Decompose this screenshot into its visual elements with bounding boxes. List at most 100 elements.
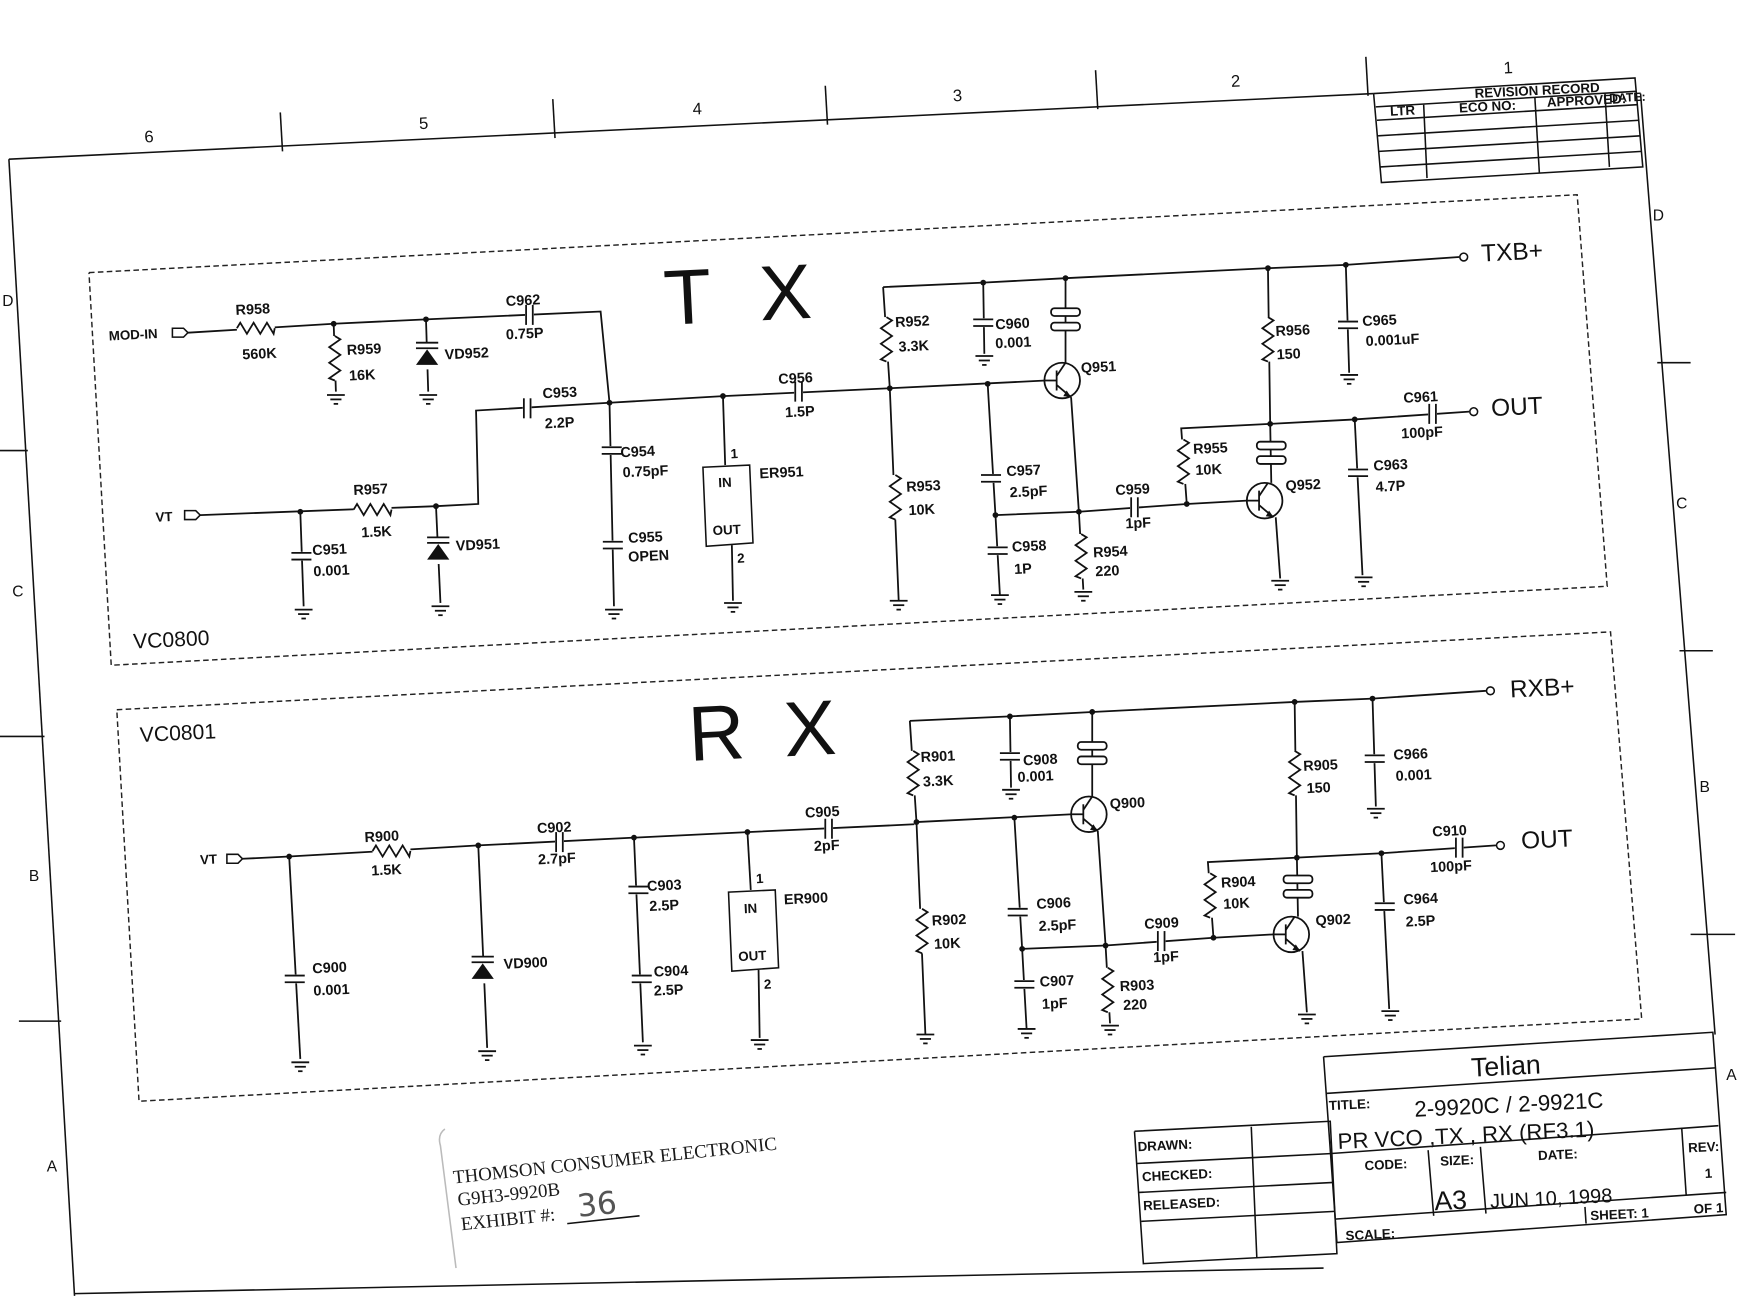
wire bbox=[1353, 419, 1364, 576]
junction-dot bbox=[1075, 508, 1082, 515]
wire bbox=[633, 837, 644, 1043]
rev-value: 1 bbox=[1704, 1166, 1713, 1181]
component-label: 2pF bbox=[814, 838, 841, 855]
page-border-left bbox=[8, 159, 76, 1296]
rx-transistor-2 bbox=[1272, 915, 1311, 954]
zone-label: A bbox=[47, 1158, 58, 1175]
capacitor-symbol bbox=[284, 974, 305, 984]
inductor-strip-icon bbox=[1076, 741, 1108, 766]
component-label: 2.2P bbox=[544, 415, 575, 432]
capacitor-symbol bbox=[628, 885, 649, 895]
port-terminal[interactable] bbox=[1459, 252, 1469, 262]
component-label: 1 bbox=[730, 446, 739, 461]
ground-icon bbox=[327, 394, 345, 405]
junction-dot bbox=[886, 385, 893, 392]
component-label: 1.5K bbox=[371, 862, 403, 879]
wire bbox=[1270, 410, 1470, 425]
rx-port-out: OUT bbox=[1521, 825, 1574, 854]
component-label: 4.7P bbox=[1375, 478, 1406, 495]
capacitor-symbol bbox=[1338, 320, 1359, 330]
component-label: 10K bbox=[908, 502, 936, 519]
component-label: R901 bbox=[920, 748, 955, 766]
wire bbox=[889, 379, 1046, 390]
junction-dot bbox=[1019, 945, 1026, 952]
component-label: C954 bbox=[620, 444, 655, 462]
wire bbox=[1371, 698, 1377, 807]
inductor-strip-icon bbox=[1255, 440, 1287, 465]
rx-transistor-1 bbox=[1070, 795, 1108, 833]
port-terminal[interactable] bbox=[1485, 686, 1496, 696]
component-label: 150 bbox=[1306, 780, 1331, 797]
component-label: 1pF bbox=[1042, 996, 1069, 1013]
capacitor-symbol bbox=[291, 551, 312, 561]
component-label: C957 bbox=[1006, 462, 1041, 480]
released-label: RELEASED: bbox=[1143, 1194, 1221, 1213]
zone-label: 3 bbox=[952, 86, 962, 105]
capacitor-symbol bbox=[602, 540, 623, 550]
zone-label: C bbox=[1676, 495, 1687, 512]
rx-block-outline bbox=[116, 631, 1643, 1103]
component-label: 1.5P bbox=[785, 404, 816, 421]
line bbox=[1375, 90, 1637, 108]
rx-block-name: VC0801 bbox=[139, 720, 216, 747]
component-label: C906 bbox=[1036, 895, 1071, 913]
ground-icon bbox=[1354, 576, 1373, 588]
junction-dot bbox=[475, 842, 482, 849]
component-label: 0.75pF bbox=[622, 463, 669, 481]
date-label: DATE: bbox=[1538, 1146, 1578, 1163]
ground-icon bbox=[750, 1039, 769, 1050]
component-label: 0.75P bbox=[505, 326, 544, 344]
junction-dot bbox=[1089, 709, 1096, 715]
capacitor-symbol bbox=[1364, 754, 1385, 764]
resistor-symbol bbox=[236, 320, 276, 337]
line bbox=[1250, 1126, 1258, 1259]
port-terminal[interactable] bbox=[1495, 840, 1506, 851]
resistor-symbol bbox=[1175, 438, 1192, 485]
revision-header-ltr: LTR bbox=[1390, 103, 1416, 119]
port-connector-icon[interactable] bbox=[183, 509, 202, 521]
tx-title-letter-x: X bbox=[757, 249, 813, 337]
inductor-strip-icon bbox=[1050, 307, 1081, 332]
component-label: 560K bbox=[242, 346, 278, 364]
zone-label: C bbox=[12, 583, 23, 600]
component-label: VD952 bbox=[444, 345, 489, 363]
wire bbox=[1296, 844, 1497, 859]
capacitor-symbol bbox=[794, 381, 804, 402]
revision-header-eco: ECO NO: bbox=[1459, 98, 1517, 116]
junction-dot bbox=[1293, 854, 1300, 861]
ground-icon bbox=[431, 605, 450, 617]
component-label: IN bbox=[744, 901, 758, 917]
capacitor-symbol bbox=[1348, 468, 1369, 478]
zone-label: 4 bbox=[692, 99, 702, 118]
tx-title-letter-t: T bbox=[662, 254, 714, 342]
junction-dot bbox=[433, 503, 439, 510]
line bbox=[1380, 150, 1642, 168]
component-label: 10K bbox=[1223, 896, 1251, 913]
line bbox=[1378, 119, 1640, 137]
ground-icon bbox=[633, 1044, 652, 1056]
junction-dot bbox=[913, 819, 920, 825]
component-label: C956 bbox=[778, 370, 813, 388]
capacitor-symbol bbox=[987, 546, 1008, 556]
rev-label: REV: bbox=[1688, 1139, 1720, 1156]
company-name: Telian bbox=[1470, 1049, 1541, 1082]
line bbox=[1136, 1152, 1333, 1165]
component-label: 2.5P bbox=[649, 898, 680, 915]
component-label: C908 bbox=[1023, 752, 1058, 770]
port-terminal[interactable] bbox=[1469, 406, 1479, 417]
tx-block-outline bbox=[88, 194, 1608, 666]
stamp-company: THOMSON CONSUMER ELECTRONIC bbox=[452, 1134, 778, 1189]
exhibit-underline bbox=[567, 1215, 640, 1225]
component-label: 1 bbox=[756, 871, 765, 886]
port-connector-icon[interactable] bbox=[171, 327, 190, 338]
zone-label: 5 bbox=[419, 114, 429, 133]
component-label: C909 bbox=[1144, 915, 1179, 933]
zone-label: D bbox=[1653, 207, 1664, 224]
port-connector-icon[interactable] bbox=[226, 853, 244, 864]
line bbox=[1376, 103, 1638, 122]
line bbox=[1422, 104, 1428, 179]
line bbox=[1325, 1067, 1716, 1095]
varactor-diode-icon bbox=[427, 536, 450, 565]
wire bbox=[1301, 951, 1308, 1013]
